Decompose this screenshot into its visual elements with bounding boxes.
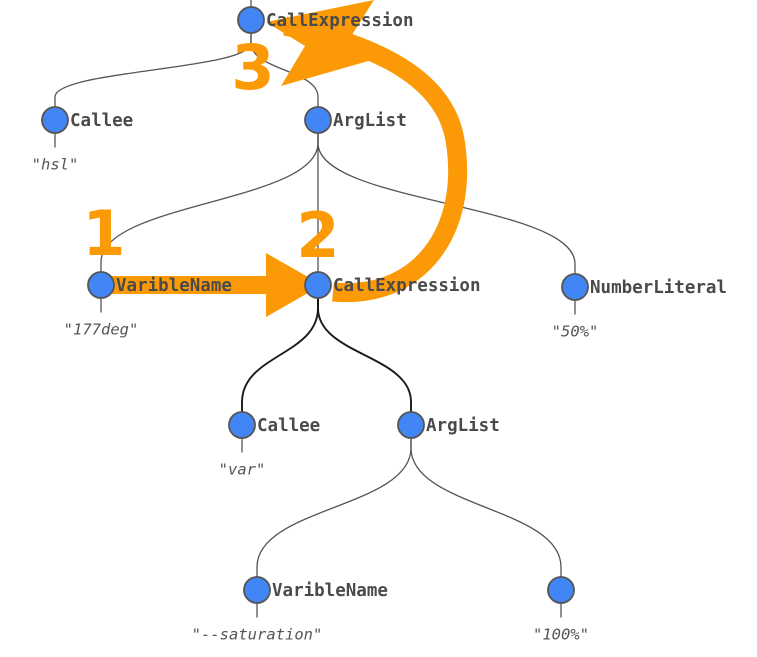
node-label-numlit1: NumberLiteral: [590, 278, 727, 298]
highlight-arrows-layer: [110, 0, 468, 317]
node-callexpr2[interactable]: CallExpression: [304, 271, 481, 299]
nodes-layer: CallExpressionCallee"hsl"ArgListVaribleN…: [32, 6, 727, 644]
edges-layer: [54, 0, 576, 618]
arrow-step-1-to-2: [110, 253, 322, 317]
node-label-arglist1: ArgList: [333, 111, 407, 131]
node-arglist1[interactable]: ArgList: [304, 106, 407, 134]
node-circle-arglist2[interactable]: [397, 411, 425, 439]
node-varname2[interactable]: VaribleName "--saturation": [192, 576, 388, 644]
node-circle-numlit2[interactable]: [547, 576, 575, 604]
node-label-callexpr2: CallExpression: [333, 276, 481, 296]
step-numbers-layer: 1 2 3: [82, 31, 339, 272]
node-label-callee1: Callee: [70, 111, 133, 131]
node-arglist2[interactable]: ArgList: [397, 411, 500, 439]
node-value-callee1: "hsl": [32, 156, 79, 174]
node-label-arglist2: ArgList: [426, 416, 500, 436]
node-value-varname2: "--saturation": [192, 626, 323, 644]
edge-arglist1-to-varname1: [100, 132, 319, 273]
node-circle-callexpr2[interactable]: [304, 271, 332, 299]
edge-arglist2-to-numlit2: [410, 437, 562, 578]
node-callee2[interactable]: Callee "var": [219, 411, 321, 479]
edge-arglist2-to-varname2: [256, 437, 412, 578]
edge-callexpr2-to-arglist2: [317, 297, 412, 413]
node-circle-root[interactable]: [237, 6, 265, 34]
node-value-varname1: "177deg": [64, 321, 139, 339]
node-label-varname2: VaribleName: [272, 581, 388, 601]
node-numlit2[interactable]: "100%": [533, 576, 589, 644]
arrow-step-2-to-3-head: [266, 0, 386, 86]
edge-callexpr2-to-callee2: [241, 297, 319, 413]
node-value-callee2: "var": [219, 461, 266, 479]
node-label-callee2: Callee: [257, 416, 320, 436]
node-varname1[interactable]: VaribleName "177deg": [64, 271, 232, 339]
step-number-1: 1: [82, 197, 125, 270]
node-circle-callee1[interactable]: [41, 106, 69, 134]
node-root[interactable]: CallExpression: [237, 6, 414, 34]
node-label-varname1: VaribleName: [116, 276, 232, 296]
node-numlit1[interactable]: NumberLiteral "50%": [552, 273, 727, 341]
node-circle-varname2[interactable]: [243, 576, 271, 604]
step-number-2: 2: [296, 199, 339, 272]
node-circle-varname1[interactable]: [87, 271, 115, 299]
node-circle-arglist1[interactable]: [304, 106, 332, 134]
edge-root-to-arglist1: [250, 32, 319, 108]
node-callee1[interactable]: Callee "hsl": [32, 106, 134, 174]
node-value-numlit1: "50%": [552, 323, 599, 341]
edge-root-to-callee1: [54, 32, 252, 108]
node-label-root: CallExpression: [266, 11, 414, 31]
node-circle-numlit1[interactable]: [561, 273, 589, 301]
step-number-3: 3: [231, 31, 274, 104]
node-value-numlit2: "100%": [533, 626, 589, 644]
node-circle-callee2[interactable]: [228, 411, 256, 439]
